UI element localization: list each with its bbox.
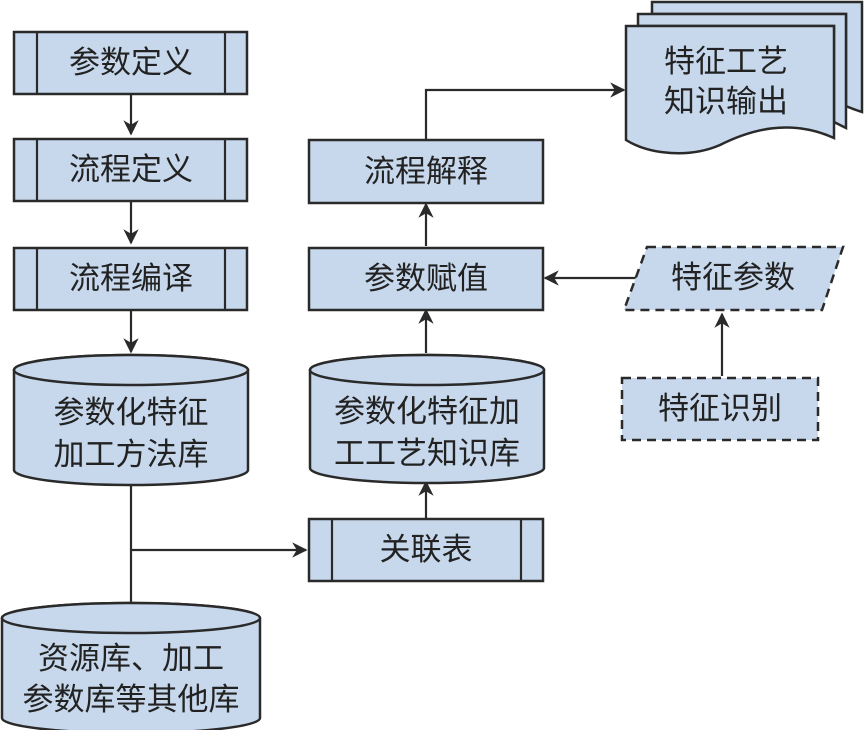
node-assoc-table-label: 关联表 [380, 532, 473, 568]
node-method-db-label-1: 参数化特征 [54, 395, 209, 431]
node-flow-compile[interactable]: 流程编译 [12, 246, 249, 312]
node-output-doc[interactable]: 特征工艺 知识输出 [624, 0, 864, 155]
node-other-db[interactable]: 资源库、加工 参数库等其他库 [0, 601, 262, 730]
node-flow-compile-label: 流程编译 [69, 261, 193, 297]
node-feature-recog-label: 特征识别 [658, 391, 782, 427]
node-other-db-label-2: 参数库等其他库 [23, 682, 240, 718]
node-feature-recog[interactable]: 特征识别 [620, 376, 820, 442]
node-feature-params-label: 特征参数 [671, 260, 795, 296]
connectors [123, 82, 730, 602]
node-knowledge-db-label-1: 参数化特征加 [334, 394, 520, 430]
node-feature-params[interactable]: 特征参数 [622, 245, 845, 312]
node-output-doc-label-2: 知识输出 [664, 84, 788, 120]
node-assoc-table[interactable]: 关联表 [307, 517, 545, 583]
node-flow-def-label: 流程定义 [69, 152, 193, 188]
node-param-def-label: 参数定义 [69, 45, 193, 81]
node-output-doc-label-1: 特征工艺 [664, 44, 788, 80]
node-param-assign[interactable]: 参数赋值 [307, 246, 545, 312]
arrow-flow-interpret-to-output [424, 82, 626, 140]
node-param-assign-label: 参数赋值 [364, 261, 488, 297]
node-flow-def[interactable]: 流程定义 [12, 137, 249, 203]
node-knowledge-db[interactable]: 参数化特征加 工工艺知识库 [308, 353, 546, 485]
node-knowledge-db-label-2: 工工艺知识库 [334, 436, 520, 472]
node-flow-interpret-label: 流程解释 [364, 154, 488, 190]
node-method-db[interactable]: 参数化特征 加工方法库 [12, 353, 250, 487]
node-other-db-label-1: 资源库、加工 [38, 641, 224, 677]
node-method-db-label-2: 加工方法库 [54, 437, 209, 473]
node-param-def[interactable]: 参数定义 [12, 30, 249, 96]
node-flow-interpret[interactable]: 流程解释 [307, 138, 545, 205]
